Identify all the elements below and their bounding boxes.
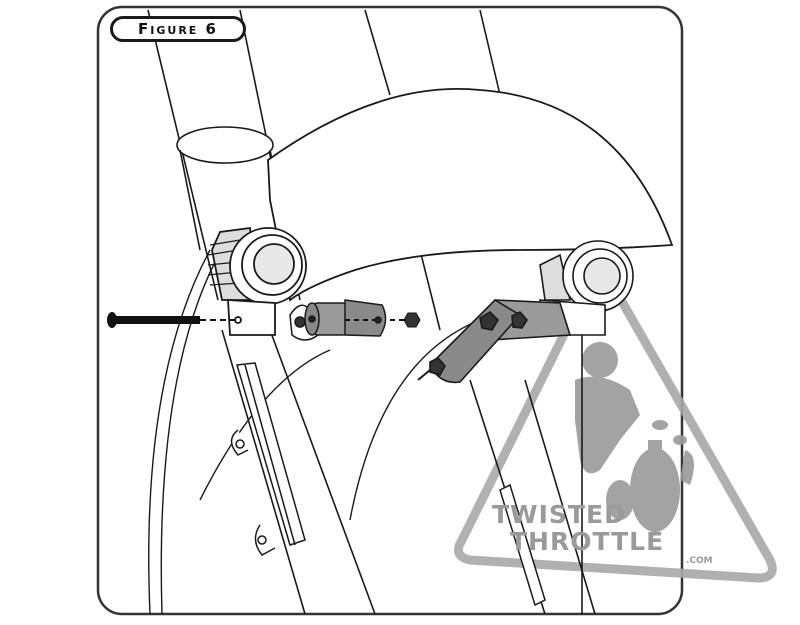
- spacer: [289, 302, 351, 341]
- watermark-text-line1: TWISTED: [492, 500, 626, 529]
- figure-label: Figure 6: [110, 16, 246, 42]
- brake-line-guide: [230, 362, 546, 607]
- fork-leg-left: [147, 9, 376, 615]
- front-fender: [267, 88, 674, 302]
- nut: [403, 312, 421, 328]
- figure-label-text: Figure 6: [138, 20, 218, 38]
- mounting-bracket: [344, 299, 405, 337]
- long-bolt: [107, 312, 235, 328]
- auxiliary-light-left: [207, 226, 307, 336]
- watermark-text-line2: THROTTLE: [510, 527, 665, 556]
- auxiliary-light-right-assembled: [417, 240, 634, 384]
- watermark-suffix: .COM: [686, 556, 713, 566]
